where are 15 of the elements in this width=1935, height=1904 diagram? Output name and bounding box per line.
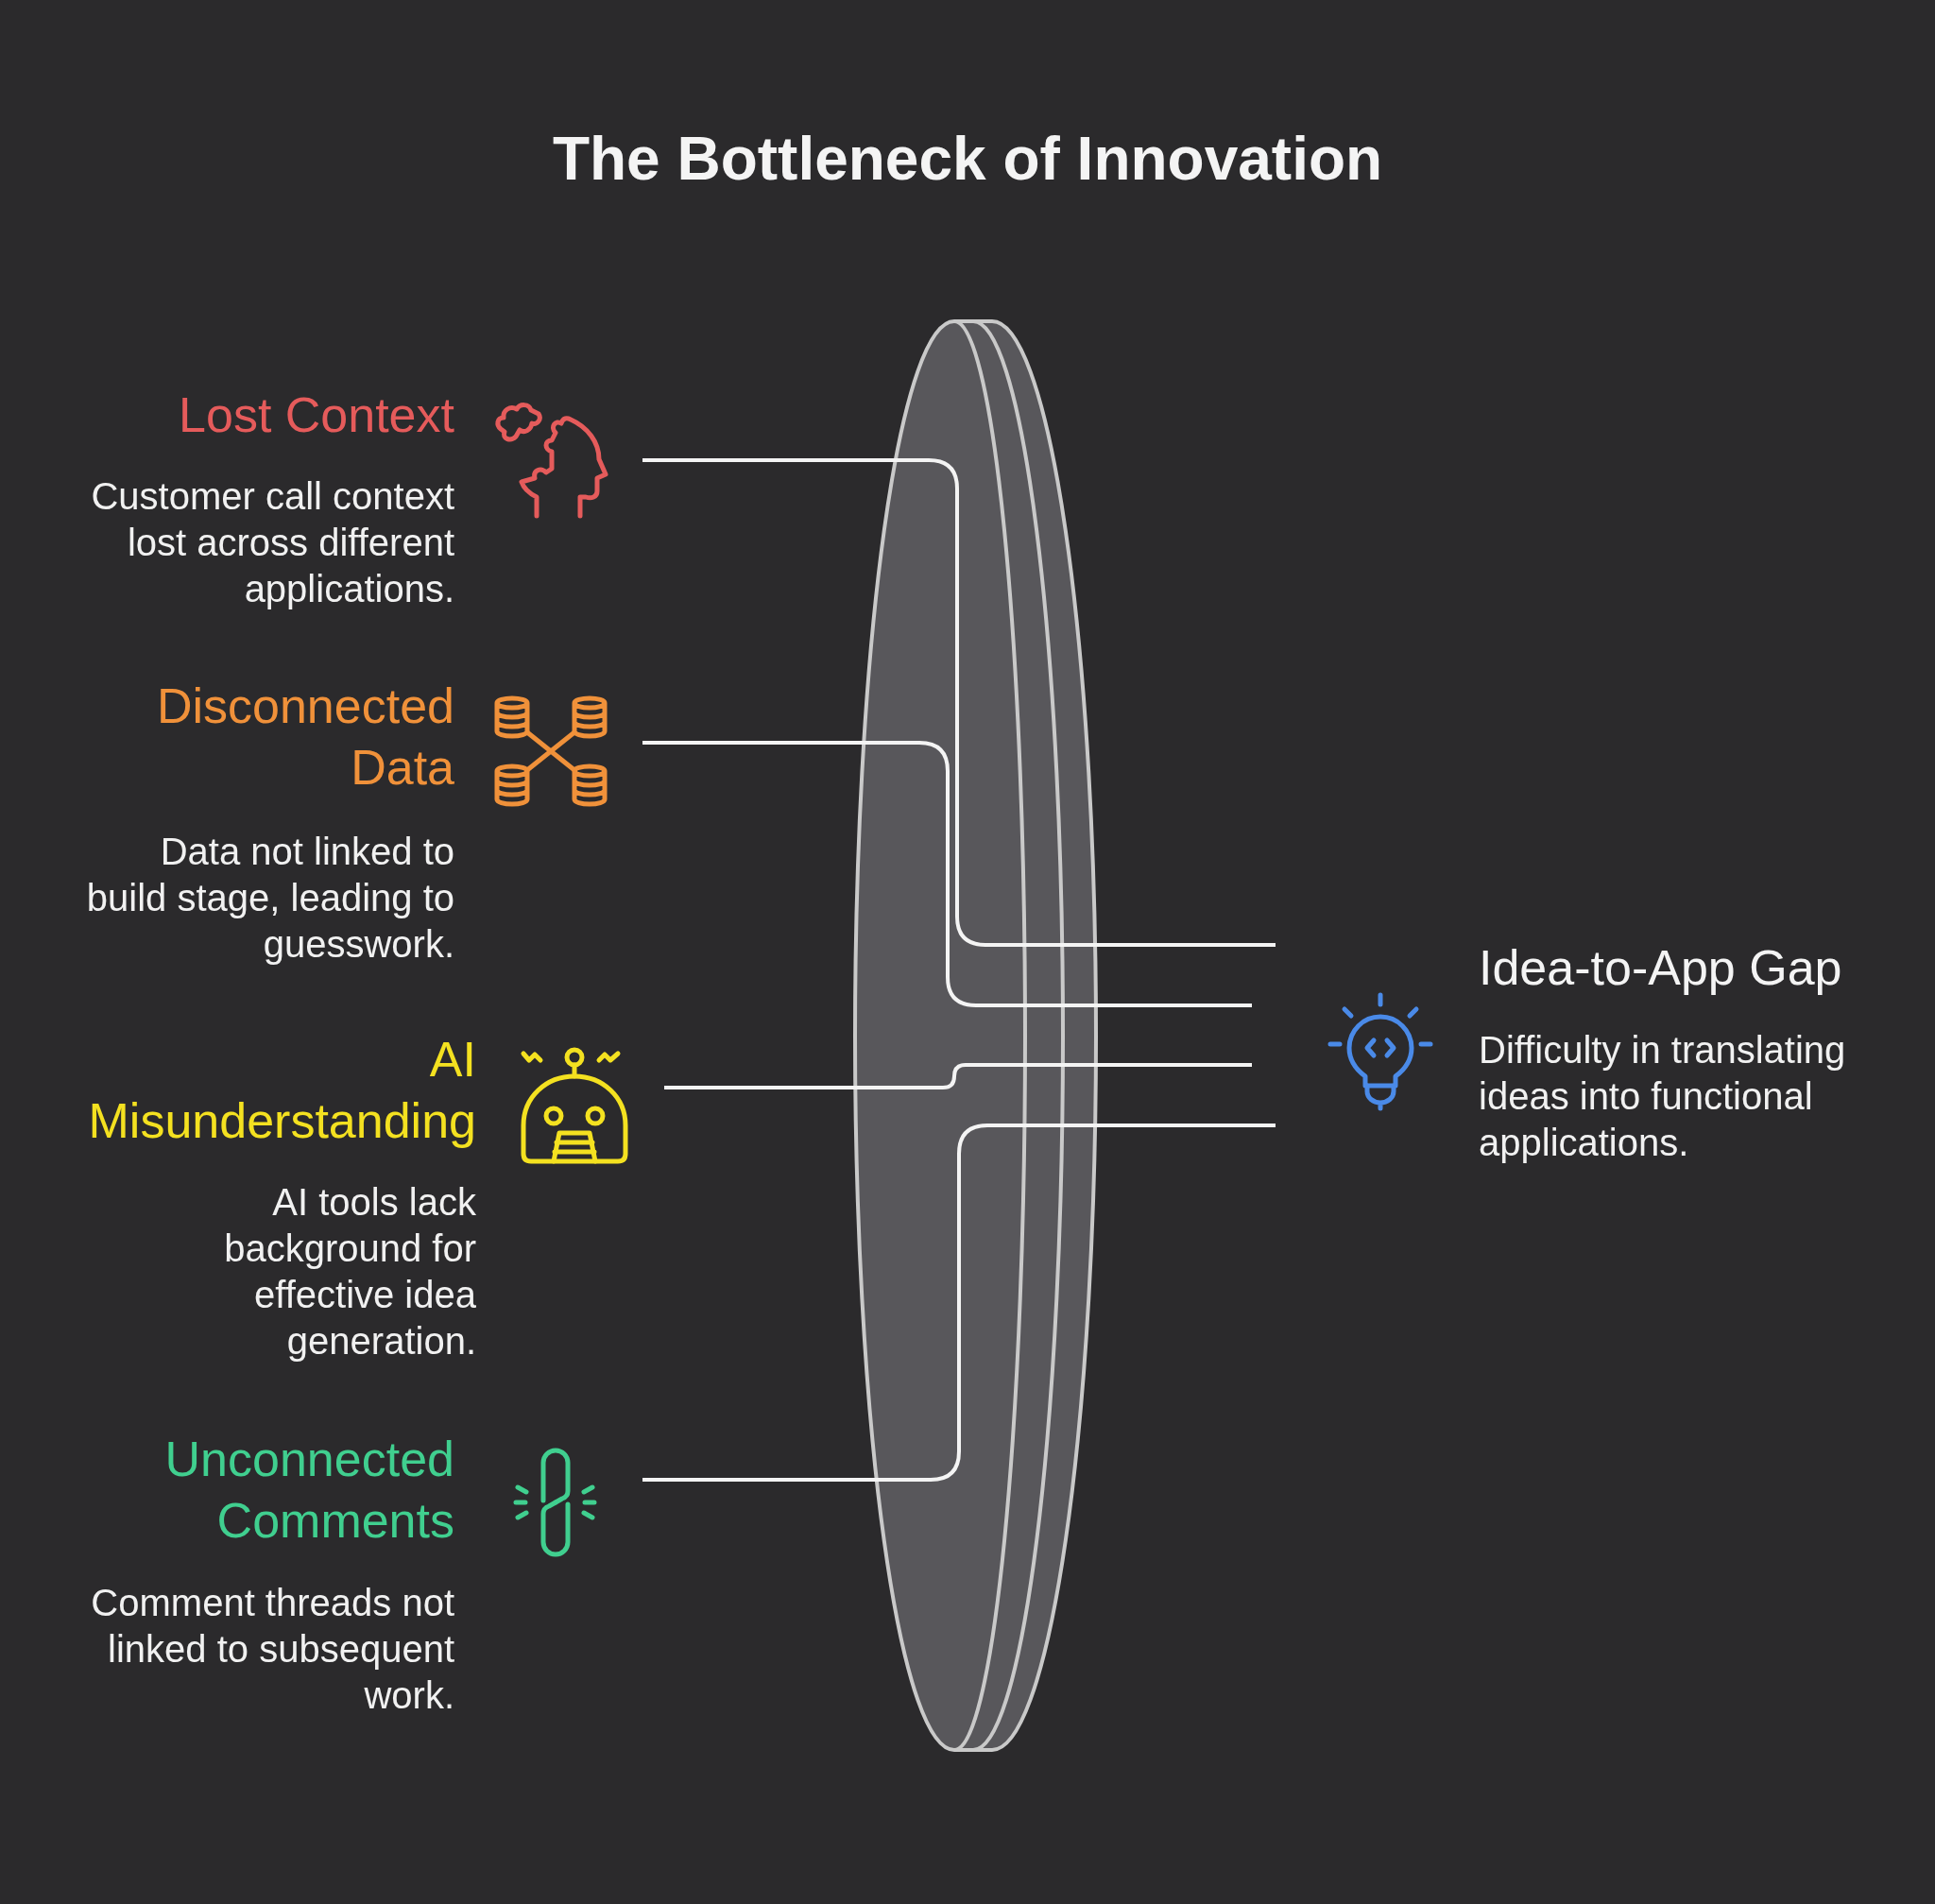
item-heading: AI Misunderstanding <box>87 1031 476 1150</box>
item-description: Customer call context lost across different applications. <box>90 474 454 611</box>
connector-line <box>642 1124 1276 1482</box>
item-description: Difficulty in translating ideas into functional applications. <box>1479 1028 1847 1165</box>
diagram-title: The Bottleneck of Innovation <box>552 124 1383 195</box>
connector-line <box>664 1063 1252 1089</box>
item-description: Comment threads not linked to subsequent work. <box>90 1581 454 1718</box>
item-description: Data not linked to build stage, leading to guesswork. <box>85 830 454 967</box>
connector-line <box>642 741 1252 1007</box>
item-heading: Idea-to-App Gap <box>1479 939 1843 997</box>
item-description: AI tools lack background for effective idea generation. <box>223 1180 476 1364</box>
item-heading: Unconnected Comments <box>163 1431 454 1550</box>
item-heading: Lost Context <box>178 386 454 444</box>
item-heading: Disconnected Data <box>155 678 454 797</box>
connector-line <box>642 458 1276 947</box>
